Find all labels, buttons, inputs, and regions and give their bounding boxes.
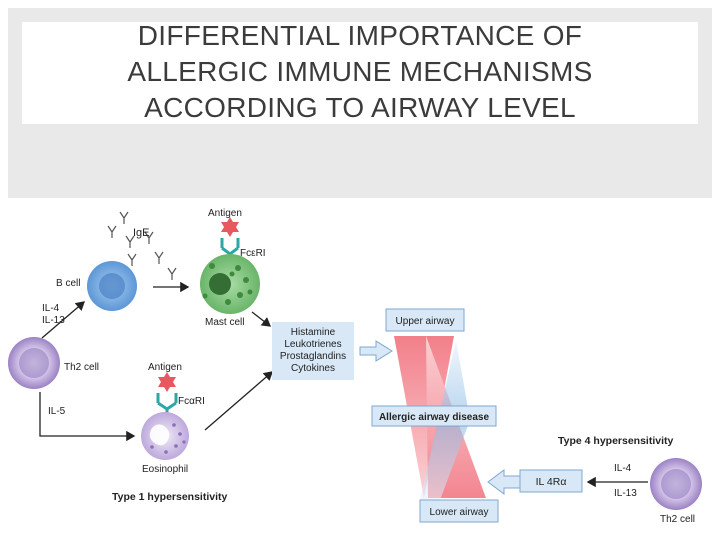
b-cell-label: B cell xyxy=(56,278,80,289)
fcari-label: FcαRI xyxy=(178,396,205,407)
upper-airway-label: Upper airway xyxy=(396,316,455,327)
mediator-prostaglandins: Prostaglandins xyxy=(280,351,346,362)
il4ra-label: IL 4Rα xyxy=(536,476,567,488)
lower-airway-label: Lower airway xyxy=(430,507,489,518)
antigen-top-icon xyxy=(221,217,239,237)
receptor-bottom-icon xyxy=(158,393,176,415)
type1-label: Type 1 hypersensitivity xyxy=(112,491,228,503)
antigen-bottom-label: Antigen xyxy=(148,362,182,373)
allergic-airway-disease-label: Allergic airway disease xyxy=(379,412,490,423)
block-arrow-il4ra xyxy=(488,470,520,494)
type4-label: Type 4 hypersensitivity xyxy=(558,435,674,447)
th2-cell-left-nucleus xyxy=(19,348,49,378)
mast-cell-nucleus xyxy=(209,273,231,295)
mediator-histamine: Histamine xyxy=(291,327,336,338)
il4-left-label: IL-4 xyxy=(42,303,60,314)
il5-label: IL-5 xyxy=(48,406,66,417)
th2-cell-right-nucleus xyxy=(661,469,691,499)
fceri-label: FcεRI xyxy=(240,248,266,259)
arrow-mast-mediators xyxy=(252,312,270,326)
th2-left-label: Th2 cell xyxy=(64,362,99,373)
mediator-cytokines: Cytokines xyxy=(291,363,335,374)
block-arrow-mediators xyxy=(360,341,392,361)
il13-right-label: IL-13 xyxy=(614,488,637,499)
antigen-top-label: Antigen xyxy=(208,208,242,219)
ige-label: IgE xyxy=(133,227,150,239)
mediator-leukotrienes: Leukotrienes xyxy=(284,339,341,350)
eosinophil-label: Eosinophil xyxy=(142,464,188,475)
mast-cell-label: Mast cell xyxy=(205,317,244,328)
arrow-eos-mediators xyxy=(205,372,272,430)
b-cell-nucleus xyxy=(99,273,125,299)
antigen-bottom-icon xyxy=(158,372,176,392)
il4-right-label: IL-4 xyxy=(614,463,632,474)
th2-right-label: Th2 cell xyxy=(660,514,695,525)
